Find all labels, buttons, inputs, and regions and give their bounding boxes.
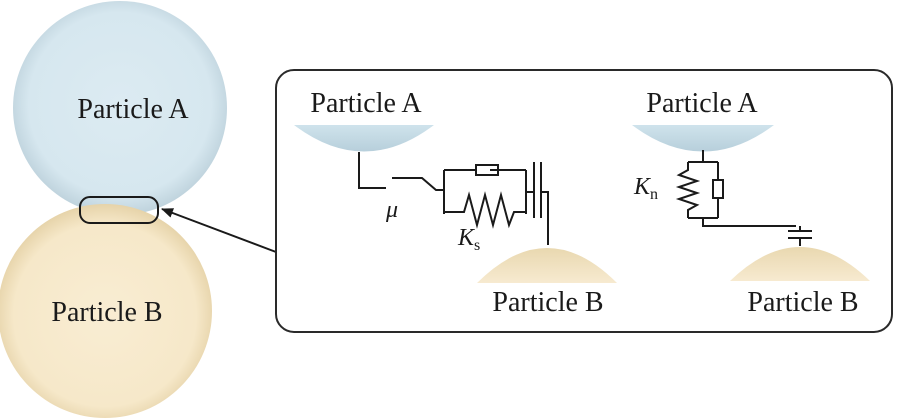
normal-spring: [675, 162, 701, 218]
tangential-particle-a-label: Particle A: [310, 88, 422, 119]
tangential-particle-a-cap: [294, 125, 434, 152]
tangential-particle-b-cap: [477, 248, 617, 283]
normal-particle-b-cap: [730, 247, 870, 281]
particle-a-label: Particle A: [77, 94, 189, 125]
particle-b-disc: [0, 204, 212, 418]
friction-slider: [392, 177, 444, 191]
tangential-spring-symbol: Ks: [457, 225, 480, 254]
tangential-wire-a: [358, 152, 386, 189]
tangential-particle-b-label: Particle B: [492, 287, 603, 318]
tangential-wire-b: [541, 191, 549, 245]
tangential-contact-model: Particle A μ Ks Particle B: [294, 88, 617, 318]
normal-wire-b: [702, 218, 796, 227]
friction-symbol: μ: [385, 197, 398, 223]
normal-contact-model: Particle A Kn Particle B: [632, 88, 870, 318]
particle-a-disc: [13, 1, 227, 215]
contact-zone-marker: [79, 196, 159, 224]
normal-spring-symbol: Kn: [633, 174, 658, 203]
normal-particle-b-label: Particle B: [747, 287, 858, 318]
tangential-spring: [444, 191, 526, 229]
normal-particle-a-cap: [632, 125, 774, 152]
normal-particle-a-label: Particle A: [646, 88, 758, 119]
callout-arrow: [161, 208, 277, 253]
particle-b-label: Particle B: [51, 297, 162, 328]
